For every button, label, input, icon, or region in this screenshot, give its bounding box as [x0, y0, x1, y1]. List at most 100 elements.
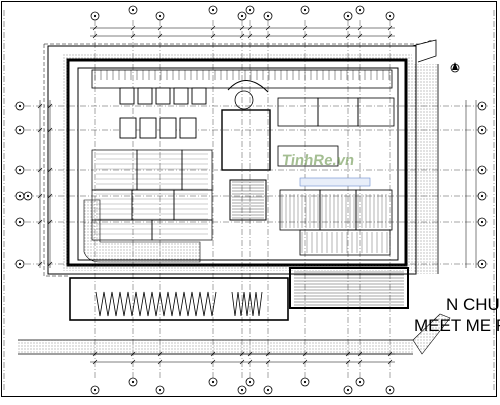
equipment-box — [179, 117, 197, 139]
dimension-tick — [345, 33, 351, 39]
dimension-tick — [37, 167, 43, 173]
room — [277, 145, 339, 167]
dimension-tick — [357, 359, 363, 365]
room — [151, 219, 213, 241]
equipment-box — [139, 117, 157, 139]
dimension-tick — [265, 25, 271, 31]
grid-bubble-dot — [131, 380, 135, 384]
dimension-tick — [265, 359, 271, 365]
room — [317, 97, 359, 127]
parking-strip — [91, 69, 393, 89]
zigzag-ramp — [95, 291, 217, 317]
dimension-tick — [47, 127, 53, 133]
grid-bubble-dot — [266, 14, 270, 18]
hatch-areas — [62, 54, 414, 271]
dimension-tick — [37, 193, 43, 199]
bottom-road-strip — [18, 340, 413, 354]
dimension-tick — [387, 359, 393, 365]
grid-bubble-dot — [480, 104, 484, 108]
dimension-tick — [47, 103, 53, 109]
dimension-tick — [157, 33, 163, 39]
dimension-tick — [387, 25, 393, 31]
lower-structure — [69, 277, 289, 321]
dimension-tick — [210, 359, 216, 365]
perimeter-hatch-right — [408, 60, 414, 265]
dimension-tick — [47, 261, 53, 267]
room — [131, 189, 175, 221]
equipment-box — [191, 87, 207, 105]
dimension-tick — [210, 33, 216, 39]
dimension-tick — [239, 25, 245, 31]
room — [357, 97, 395, 127]
property-line — [43, 39, 433, 277]
room — [299, 229, 391, 256]
grid-bubble-dot — [240, 14, 244, 18]
grid-bubble-dot — [266, 388, 270, 392]
dimension-tick — [387, 33, 393, 39]
dimension-tick — [157, 25, 163, 31]
ramp-circle — [234, 90, 254, 110]
grid-bubble-dot — [18, 168, 22, 172]
dimension-tick — [247, 25, 253, 31]
room-layout — [91, 69, 395, 256]
dimension-tick — [265, 33, 271, 39]
landscape-zone — [83, 199, 201, 263]
site-road — [3, 10, 495, 392]
grid-bubble-dot — [480, 220, 484, 224]
dimension-tick — [47, 167, 53, 173]
watermark-logo: TinhRe.vn — [280, 152, 356, 169]
grid-bubble-dot — [248, 8, 252, 12]
dimension-tick — [37, 127, 43, 133]
dimension-tick — [47, 193, 53, 199]
parking-block — [289, 267, 409, 309]
grid-bubble-dot — [480, 262, 484, 266]
building-outer-wall — [66, 58, 408, 267]
grid-bubble-dot — [211, 8, 215, 12]
grid-bubble-dot — [248, 380, 252, 384]
grid-bubble-dot — [158, 14, 162, 18]
grid-bubble-dot — [18, 128, 22, 132]
dimension-tick — [345, 25, 351, 31]
dimension-tick — [302, 359, 308, 365]
grid-bubble-dot — [240, 388, 244, 392]
stair-core — [229, 179, 267, 221]
dimension-tick — [130, 33, 136, 39]
dimension-tick — [92, 359, 98, 365]
dimension-tick — [239, 359, 245, 365]
dimension-tick — [210, 25, 216, 31]
grid-bubble-dot — [346, 388, 350, 392]
dimension-tick — [130, 25, 136, 31]
perimeter-hatch-top — [62, 54, 412, 60]
equipment-box — [137, 87, 153, 105]
dimension-tick — [37, 219, 43, 225]
dimension-tick — [37, 261, 43, 267]
room — [277, 97, 319, 127]
grid-bubble-dot — [388, 14, 392, 18]
equipment-box — [155, 87, 171, 105]
grid-bubble-dot — [358, 8, 362, 12]
grid-bubble-dot — [93, 388, 97, 392]
grid-bubble-dot — [358, 380, 362, 384]
grid-bubble-dot — [158, 388, 162, 392]
grid-bubble-dot — [18, 104, 22, 108]
room — [91, 219, 153, 241]
zigzag-ramp — [231, 291, 263, 317]
north-arrow-pointer — [452, 62, 458, 70]
annotation-text-bottom: MEET ME R — [414, 316, 500, 335]
dimension-tick — [47, 219, 53, 225]
road-edge — [411, 39, 437, 63]
equipment-box — [159, 117, 177, 139]
dimension-tick — [302, 25, 308, 31]
building-inner-line — [77, 67, 399, 261]
grid-bubble-dot — [211, 380, 215, 384]
grid-bubble-dot — [388, 388, 392, 392]
dimension-tick — [302, 33, 308, 39]
equipment-box — [173, 87, 189, 105]
grid-bubble-dot — [18, 262, 22, 266]
grid-bubble-dot — [93, 14, 97, 18]
dimension-tick — [247, 33, 253, 39]
room — [173, 189, 213, 221]
dimension-tick — [247, 359, 253, 365]
grid-bubble-dot — [18, 220, 22, 224]
